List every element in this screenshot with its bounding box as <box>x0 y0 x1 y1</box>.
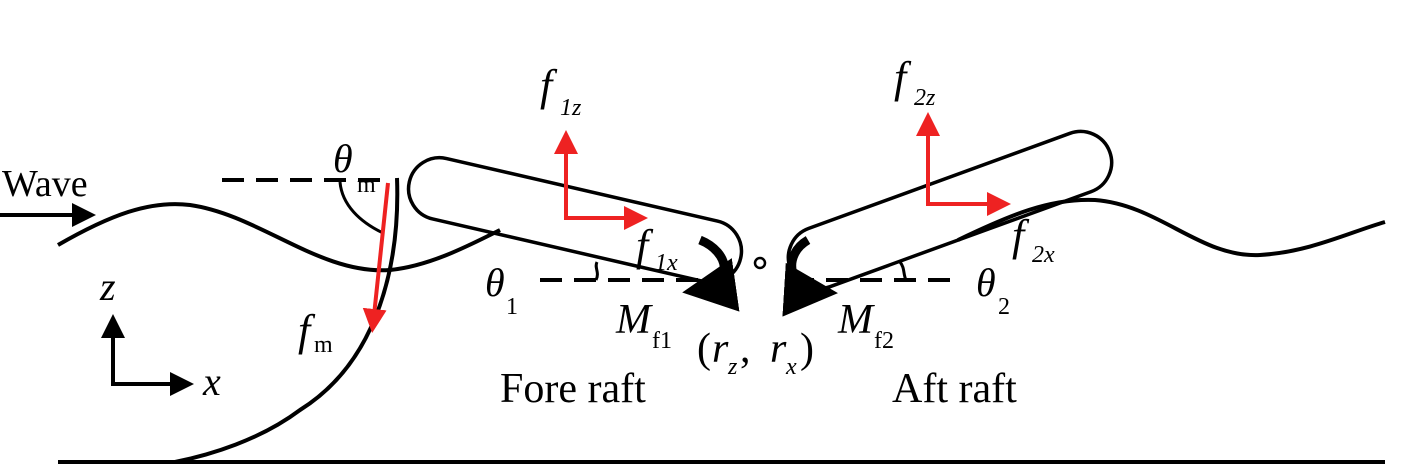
mooring-line <box>174 177 400 464</box>
f-1x-sub: 1x <box>655 250 678 276</box>
f-2x-label: f <box>1012 211 1030 260</box>
f-1x-label: f <box>636 221 654 270</box>
z-axis-label: z <box>99 264 116 309</box>
theta-2-label: θ <box>976 260 996 305</box>
moment-f2-arrow <box>782 236 838 317</box>
M-f1-label: M <box>615 297 653 343</box>
hinge-rz: r <box>712 326 729 372</box>
hinge-close-paren: ) <box>800 326 814 372</box>
f-1z-sub: 1z <box>560 95 582 121</box>
f-2z-sub: 2z <box>914 85 936 111</box>
M-f1-sub: f1 <box>652 328 672 354</box>
wave-label: Wave <box>2 163 88 205</box>
wave-surface-right <box>957 197 1386 258</box>
M-f2-sub: f2 <box>874 328 894 354</box>
M-f2-label: M <box>837 297 875 343</box>
f-1z-label: f <box>540 61 558 110</box>
moment-f1-arrow <box>682 235 740 312</box>
fore-raft-label: Fore raft <box>500 366 646 412</box>
theta-m-arc <box>338 181 384 235</box>
force-m-arrow <box>362 182 390 333</box>
theta-1-arc <box>594 261 599 281</box>
hinge-sep: , <box>740 326 751 372</box>
hinge-rx-sub: x <box>785 354 797 380</box>
theta-2-sub: 2 <box>998 294 1010 320</box>
f-2z-label: f <box>894 53 912 102</box>
fore-raft <box>406 155 744 285</box>
theta-1-sub: 1 <box>506 294 518 320</box>
hinge-rx: r <box>770 326 787 372</box>
hinge-point <box>753 256 767 270</box>
hinge-open-paren: ( <box>697 326 711 372</box>
theta-m-sub: m <box>357 172 376 198</box>
theta-2-arc <box>898 261 908 281</box>
hinge-coordinates-label: ( r z , r x ) <box>697 326 814 380</box>
f-2x-sub: 2x <box>1032 242 1055 268</box>
theta-1-label: θ <box>485 260 505 305</box>
hinge-rz-sub: z <box>727 354 738 380</box>
f-m-sub: m <box>314 332 333 358</box>
theta-m-label: θ <box>333 136 353 181</box>
aft-raft-label: Aft raft <box>892 366 1017 412</box>
wave-surface-left <box>57 202 501 273</box>
x-axis-label: x <box>202 359 221 404</box>
aft-raft <box>786 129 1114 291</box>
